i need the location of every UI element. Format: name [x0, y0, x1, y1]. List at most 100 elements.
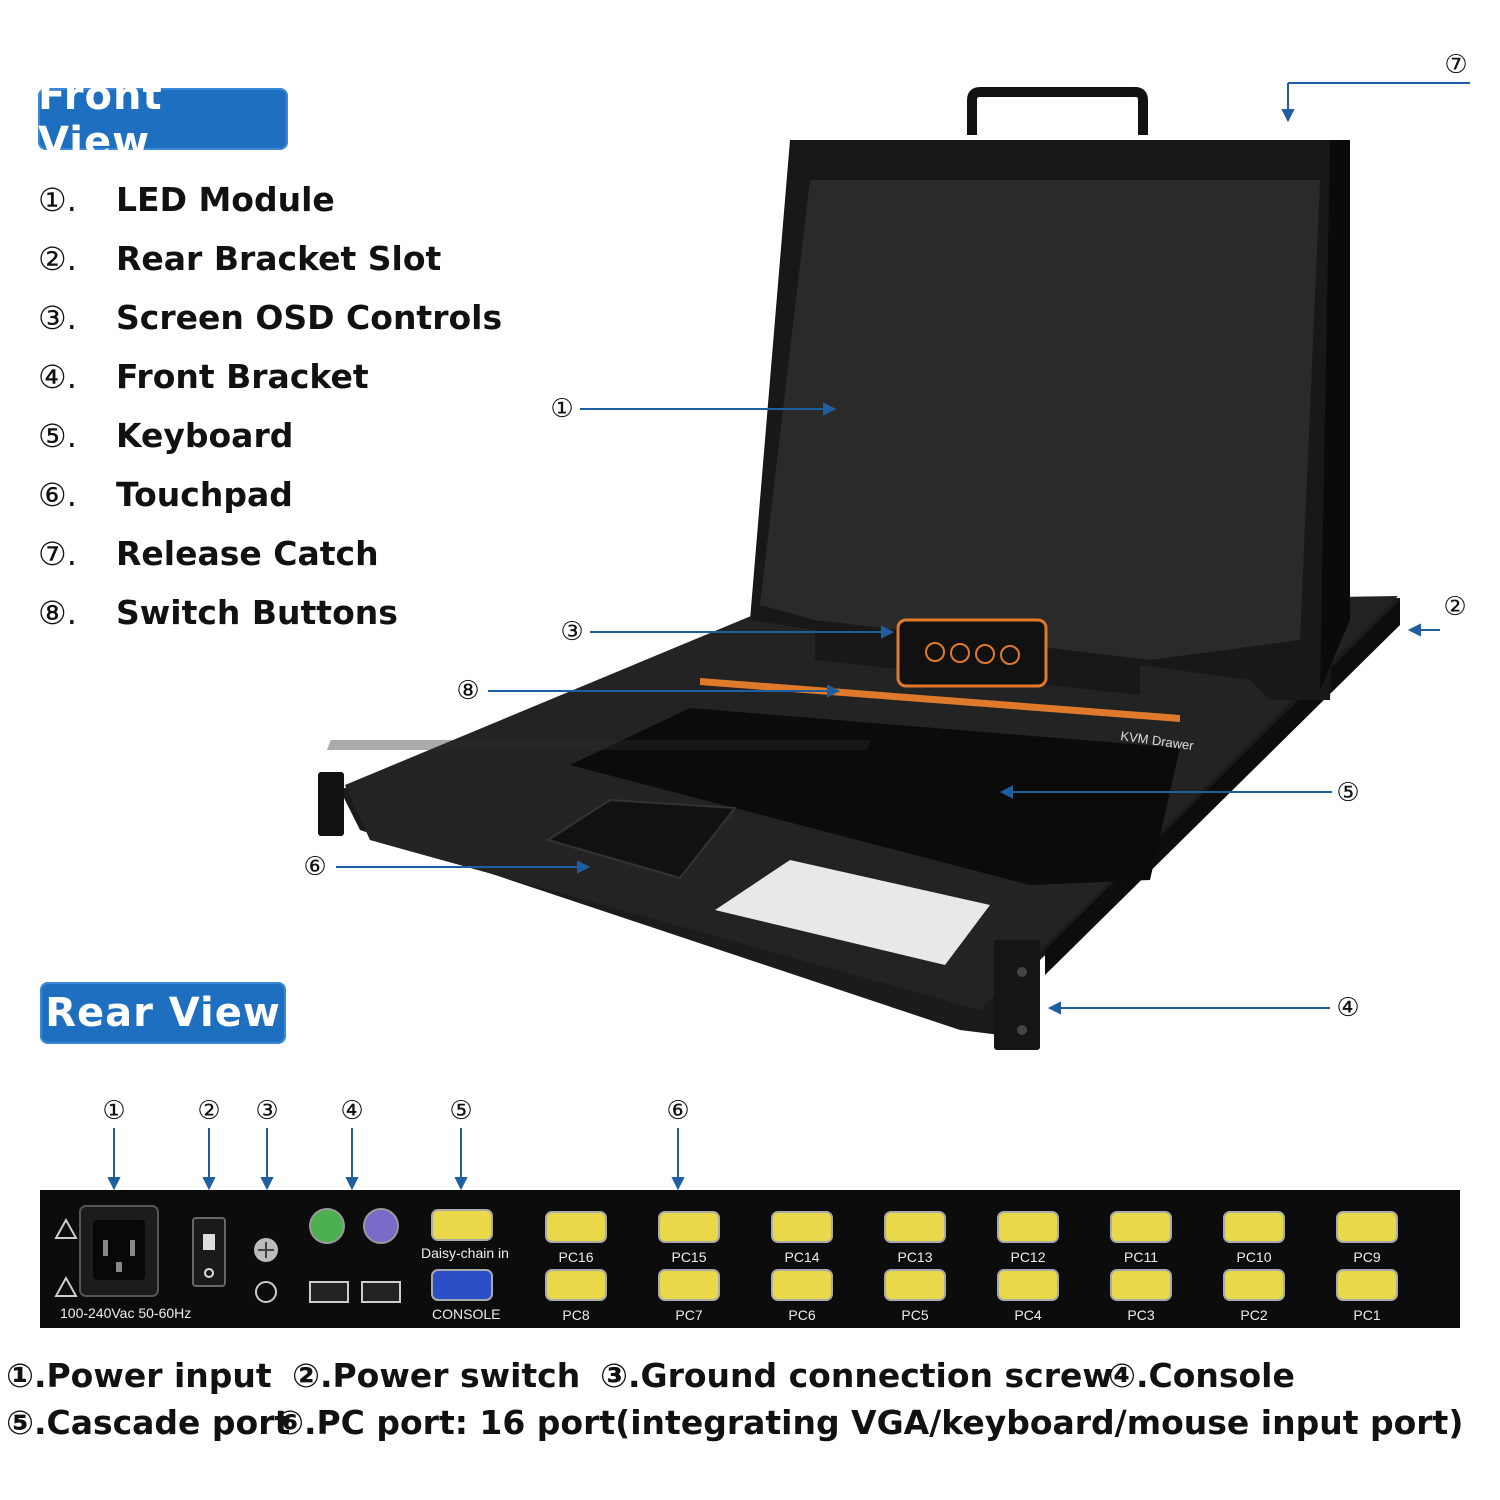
legend-number: ①. — [38, 180, 77, 219]
pc-vga-port — [1223, 1211, 1285, 1243]
rear-view-title: Rear View — [40, 982, 286, 1044]
rear-legend-console: ④.Console — [1108, 1356, 1295, 1395]
pc-port-label: PC8 — [562, 1307, 589, 1323]
monitor-handle — [967, 87, 1148, 135]
legend-label: LED Module — [116, 180, 335, 219]
pc-vga-port — [1110, 1269, 1172, 1301]
console-label: CONSOLE — [432, 1306, 500, 1322]
pc-port-label: PC15 — [671, 1249, 706, 1265]
rear-legend-pc-port: ⑥.PC port: 16 port(integrating VGA/keybo… — [276, 1403, 1464, 1442]
keyboard-deck — [570, 708, 1180, 885]
front-view-legend: ①. LED Module ②. Rear Bracket Slot ③. Scree… — [38, 170, 502, 642]
legend-label: Rear Bracket Slot — [116, 239, 442, 278]
callout-2: ② — [1443, 592, 1467, 622]
console-vga-port — [431, 1269, 493, 1301]
legend-item: ⑤. Keyboard — [38, 406, 502, 465]
pc-port-label: PC2 — [1240, 1307, 1267, 1323]
ps2-keyboard-port — [363, 1208, 399, 1244]
legend-label: Keyboard — [116, 416, 294, 455]
ps2-mouse-port — [309, 1208, 345, 1244]
osd-button — [1000, 645, 1020, 665]
pc-port-label: PC4 — [1014, 1307, 1041, 1323]
legend-label: Switch Buttons — [116, 593, 398, 632]
daisy-chain-port — [431, 1209, 493, 1241]
legend-number: ⑧. — [38, 593, 77, 632]
pc-vga-port — [1223, 1269, 1285, 1301]
legend-label: Release Catch — [116, 534, 379, 573]
pc-port-label: PC12 — [1010, 1249, 1045, 1265]
rear-callout-3: ③ — [255, 1096, 279, 1126]
front-bracket-right — [994, 940, 1040, 1050]
osd-button — [950, 643, 970, 663]
pc-port-label: PC3 — [1127, 1307, 1154, 1323]
legend-item: ③. Screen OSD Controls — [38, 288, 502, 347]
osd-controls-panel — [896, 618, 1048, 688]
legend-number: ④. — [38, 357, 77, 396]
pc-vga-port — [771, 1269, 833, 1301]
pc-vga-port — [545, 1269, 607, 1301]
pc-port-label: PC11 — [1124, 1249, 1158, 1265]
pc-port-label: PC9 — [1353, 1249, 1380, 1265]
callout-arrows — [336, 82, 1470, 1015]
pc-vga-port — [1336, 1211, 1398, 1243]
osd-button — [925, 642, 945, 662]
rear-callout-1: ① — [102, 1096, 126, 1126]
pc-port-label: PC1 — [1353, 1307, 1380, 1323]
pc-vga-port — [658, 1269, 720, 1301]
rear-legend-ground-screw: ③.Ground connection screw — [600, 1356, 1113, 1395]
legend-number: ⑥. — [38, 475, 77, 514]
pc-vga-port — [771, 1211, 833, 1243]
callout-3: ③ — [560, 617, 584, 647]
legend-item: ④. Front Bracket — [38, 347, 502, 406]
rear-callout-5: ⑤ — [449, 1096, 473, 1126]
rear-callout-4: ④ — [340, 1096, 364, 1126]
product-label-sticker — [715, 860, 990, 965]
pc-port-label: PC10 — [1236, 1249, 1271, 1265]
legend-item: ⑥. Touchpad — [38, 465, 502, 524]
pc-vga-port — [1110, 1211, 1172, 1243]
legend-item: ⑧. Switch Buttons — [38, 583, 502, 642]
pc-port-label: PC16 — [558, 1249, 593, 1265]
front-bracket-left — [318, 772, 344, 836]
callout-6: ⑥ — [303, 852, 327, 882]
switch-panel-stripe — [700, 678, 1180, 722]
legend-item: ②. Rear Bracket Slot — [38, 229, 502, 288]
callout-4: ④ — [1336, 993, 1360, 1023]
pc-vga-port — [884, 1211, 946, 1243]
power-switch — [192, 1217, 226, 1287]
touchpad — [545, 798, 737, 880]
keyboard — [327, 740, 871, 750]
ground-symbol-icon — [255, 1281, 277, 1303]
power-rating-label: 100-240Vac 50-60Hz — [60, 1305, 191, 1321]
pc-vga-port — [545, 1211, 607, 1243]
legend-item: ⑦. Release Catch — [38, 524, 502, 583]
pc-port-label: PC5 — [901, 1307, 928, 1323]
warning-icon — [54, 1217, 78, 1239]
legend-number: ③. — [38, 298, 77, 337]
callout-5: ⑤ — [1336, 778, 1360, 808]
led-screen — [760, 180, 1320, 660]
pc-vga-port — [1336, 1269, 1398, 1301]
kvm-drawer-illustration: KVM Drawer — [318, 82, 1470, 1050]
legend-number: ⑦. — [38, 534, 77, 573]
daisy-chain-label: Daisy-chain in — [421, 1245, 509, 1261]
legend-label: Front Bracket — [116, 357, 369, 396]
legend-item: ①. LED Module — [38, 170, 502, 229]
rear-panel — [40, 1190, 1460, 1328]
rear-callout-2: ② — [197, 1096, 221, 1126]
legend-number: ⑤. — [38, 416, 77, 455]
pc-vga-port — [997, 1269, 1059, 1301]
warning-icon — [54, 1275, 78, 1297]
legend-label: Screen OSD Controls — [116, 298, 503, 337]
callout-1: ① — [550, 394, 574, 424]
rear-legend-power-input: ①.Power input — [6, 1356, 272, 1395]
pc-port-label: PC7 — [675, 1307, 702, 1323]
rear-callout-arrows — [107, 1128, 685, 1191]
callout-7: ⑦ — [1444, 50, 1468, 80]
pc-port-label: PC14 — [784, 1249, 819, 1265]
callout-8: ⑧ — [456, 676, 480, 706]
legend-number: ②. — [38, 239, 77, 278]
pc-port-label: PC13 — [897, 1249, 932, 1265]
legend-label: Touchpad — [116, 475, 293, 514]
